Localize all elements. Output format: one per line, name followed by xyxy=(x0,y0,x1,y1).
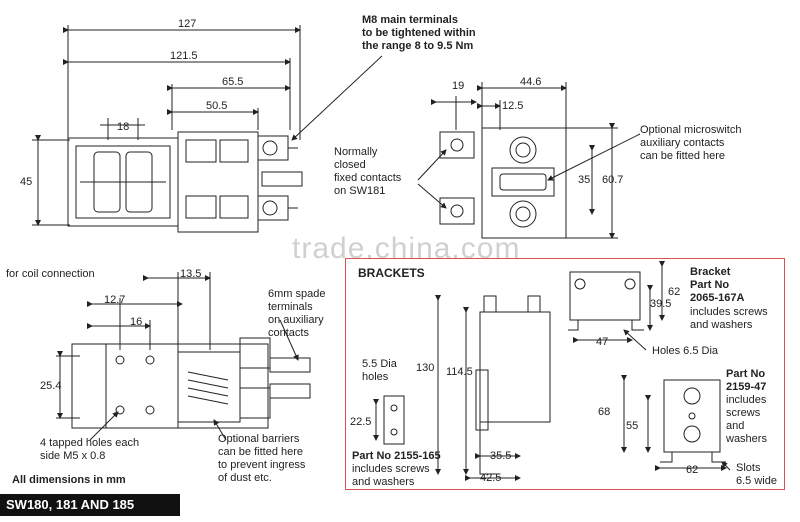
dim-45: 45 xyxy=(20,176,33,188)
dim-127: 127 xyxy=(178,18,197,30)
microswitch-note-line2: auxiliary contacts xyxy=(640,137,725,149)
slots-note-2: 6.5 wide xyxy=(736,475,777,487)
dim-130: 130 xyxy=(416,362,435,374)
top-view xyxy=(32,25,383,233)
brackets-heading: BRACKETS xyxy=(358,266,425,280)
watermark: trade.china.com xyxy=(292,232,521,265)
dim-18: 18 xyxy=(117,121,130,133)
dim-35: 35 xyxy=(578,174,591,186)
dia-note-2: holes xyxy=(362,371,389,383)
dim-50-5: 50.5 xyxy=(206,100,228,112)
barrier-note-line4: of dust etc. xyxy=(218,472,272,484)
bracket-a-title-2: Part No xyxy=(690,279,730,291)
holes-note: Holes 6.5 Dia xyxy=(652,345,719,357)
bracket-c-drawing xyxy=(373,295,551,481)
dim-68: 68 xyxy=(598,406,611,418)
bracket-b-sub-3: and xyxy=(726,420,745,432)
bracket-b-sub-4: washers xyxy=(726,433,767,445)
dim-121-5: 121.5 xyxy=(170,50,198,62)
dim-55: 55 xyxy=(626,420,639,432)
spade-note-line2: terminals xyxy=(268,301,313,313)
dim-35-5: 35.5 xyxy=(490,450,512,462)
tapped-note-line1: 4 tapped holes each xyxy=(40,437,140,449)
bracket-c-sub-1: includes screws xyxy=(352,463,430,475)
bracket-b-sub-1: includes xyxy=(726,394,767,406)
units-note: All dimensions in mm xyxy=(12,474,126,486)
dim-42-5: 42.5 xyxy=(480,472,502,484)
dim-60-7: 60.7 xyxy=(602,174,624,186)
dia-note-1: 5.5 Dia xyxy=(362,358,397,370)
dim-62-b: 62 xyxy=(686,464,699,476)
bracket-a-title-1: Bracket xyxy=(690,266,731,278)
barrier-note-line3: to prevent ingress xyxy=(218,459,306,471)
bracket-b-title-2: 2159-47 xyxy=(726,381,767,393)
nc-note-line3: fixed contacts xyxy=(334,172,402,184)
bracket-a-title-3: 2065-167A xyxy=(690,292,745,304)
side-view xyxy=(56,272,311,441)
dim-39-5: 39.5 xyxy=(650,298,672,310)
dim-12-5: 12.5 xyxy=(502,100,524,112)
microswitch-note-line3: can be fitted here xyxy=(640,150,726,162)
bracket-b-drawing xyxy=(621,375,731,471)
nc-note-line4: on SW181 xyxy=(334,185,386,197)
dim-44-6: 44.6 xyxy=(520,76,542,88)
brackets-panel xyxy=(345,258,785,490)
title-bar: SW180, 181 AND 185 xyxy=(0,494,180,516)
bracket-a-drawing xyxy=(568,261,665,351)
bracket-c-title: Part No 2155-165 xyxy=(352,450,441,462)
bracket-c-sub-2: and washers xyxy=(352,476,415,488)
nc-note-line1: Normally xyxy=(334,146,378,158)
dim-22-5: 22.5 xyxy=(350,416,372,428)
nc-note-line2: closed xyxy=(334,159,366,171)
barrier-note-line1: Optional barriers xyxy=(218,433,300,445)
dim-47: 47 xyxy=(596,336,609,348)
bracket-a-sub-2: and washers xyxy=(690,319,753,331)
coil-note: for coil connection xyxy=(6,268,95,280)
spade-note-line3: on auxiliary xyxy=(268,314,324,326)
bracket-a-sub-1: includes screws xyxy=(690,306,768,318)
barrier-note-line2: can be fitted here xyxy=(218,446,304,458)
bracket-b-title-1: Part No xyxy=(726,368,766,380)
dim-62-a: 62 xyxy=(668,286,681,298)
spade-note-line4: contacts xyxy=(268,327,309,339)
end-view xyxy=(417,82,641,239)
spade-note-line1: 6mm spade xyxy=(268,288,326,300)
m8-note-line3: the range 8 to 9.5 Nm xyxy=(362,40,474,52)
dim-16: 16 xyxy=(130,316,143,328)
dim-13-5: 13.5 xyxy=(180,268,202,280)
dim-25-4: 25.4 xyxy=(40,380,62,392)
dim-19: 19 xyxy=(452,80,465,92)
dim-12-7: 12.7 xyxy=(104,294,126,306)
m8-note-line1: M8 main terminals xyxy=(362,14,458,26)
slots-note-1: Slots xyxy=(736,462,761,474)
m8-note-line2: to be tightened within xyxy=(362,27,476,39)
microswitch-note-line1: Optional microswitch xyxy=(640,124,742,136)
dim-65-5: 65.5 xyxy=(222,76,244,88)
tapped-note-line2: side M5 x 0.8 xyxy=(40,450,106,462)
dim-114-5: 114.5 xyxy=(446,366,473,378)
bracket-b-sub-2: screws xyxy=(726,407,761,419)
